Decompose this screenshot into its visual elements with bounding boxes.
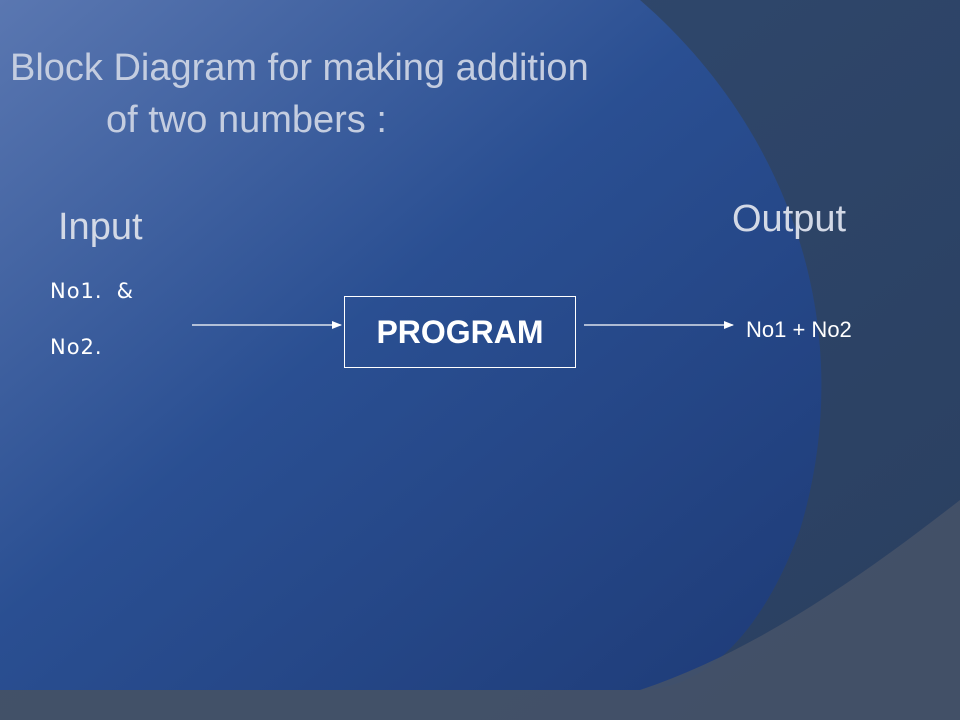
input-item-1-label: No1. bbox=[50, 279, 103, 303]
input-item-2: No2. bbox=[50, 335, 103, 359]
slide-title-line-1: Block Diagram for making addition bbox=[10, 47, 589, 89]
program-box: PROGRAM bbox=[344, 296, 576, 368]
slide-title: Block Diagram for making addition of two… bbox=[10, 42, 770, 146]
output-heading: Output bbox=[732, 198, 847, 240]
input-heading: Input bbox=[58, 206, 143, 248]
program-label: PROGRAM bbox=[376, 313, 544, 350]
bottom-band bbox=[0, 500, 960, 720]
input-item-1-join: & bbox=[116, 279, 134, 303]
main-panel bbox=[0, 0, 822, 690]
input-item-1: No1.& bbox=[50, 278, 134, 304]
slide-title-line-2: of two numbers : bbox=[106, 99, 387, 141]
output-value: No1 + No2 bbox=[746, 317, 852, 342]
